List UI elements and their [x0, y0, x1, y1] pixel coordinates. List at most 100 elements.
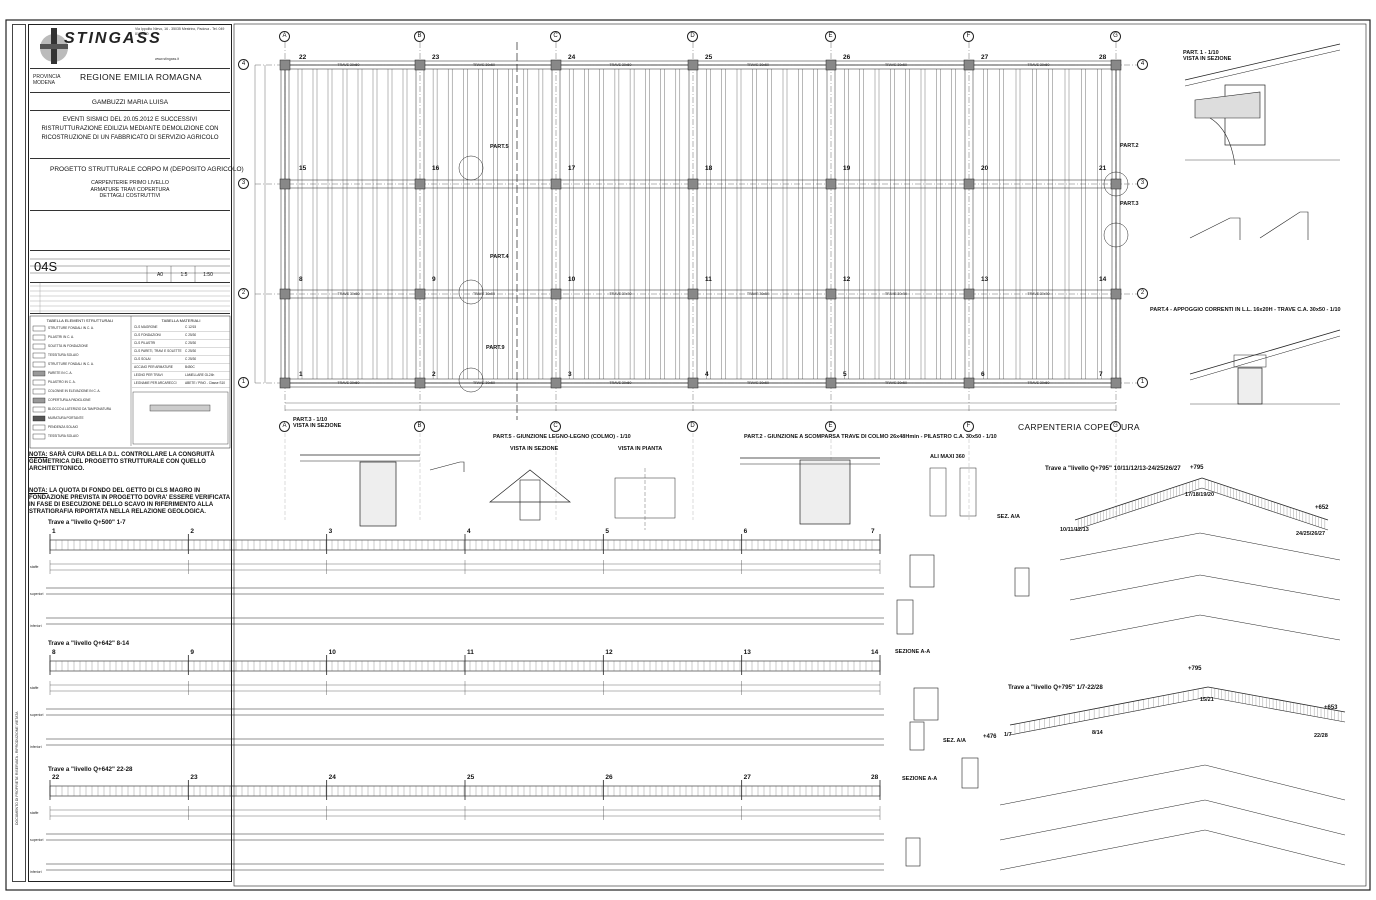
row-tag: superiori	[30, 838, 44, 842]
beam-label: TRAVE 30x50	[337, 292, 360, 296]
legend-detail-box	[132, 391, 229, 445]
column	[1110, 377, 1122, 389]
axis-letter-bottom: F	[963, 421, 974, 432]
column	[963, 288, 975, 300]
legend-swatch	[32, 388, 46, 395]
part4-beam-section	[1237, 367, 1263, 405]
company-website[interactable]: www.stingass.it	[155, 57, 179, 61]
column-number: 25	[705, 54, 713, 61]
legend-materials-title: TABELLA MATERIALI	[161, 318, 201, 323]
part-marker: PART.5	[490, 144, 509, 150]
column	[687, 59, 699, 71]
beam-title-5: Trave a "livello Q+795" 1/7-22/28	[1008, 684, 1103, 691]
drawing-area-frame	[233, 23, 1367, 887]
legend-swatch	[32, 361, 46, 368]
axis-row-right: 2	[1137, 288, 1148, 299]
beam-label: TRAVE 30x50	[609, 292, 632, 296]
drawing-number: 04S	[34, 259, 58, 274]
company-logo	[30, 26, 230, 68]
rebar-diagram	[1069, 614, 1201, 641]
legend-item: TESSITURA SOLAIO	[48, 434, 79, 438]
legend-item: SOLETTA IN FONDAZIONE	[48, 344, 88, 348]
vista-pianta-label: VISTA IN PIANTA	[618, 446, 663, 452]
part-marker: PART.3	[1120, 201, 1139, 207]
part3-column	[359, 461, 397, 527]
beam-node-label: 5	[605, 528, 609, 535]
detail-part5-title: PART.5 - GIUNZIONE LEGNO-LEGNO (COLMO) -…	[493, 434, 631, 440]
section-rect	[905, 837, 921, 867]
column	[825, 59, 837, 71]
detail-callout	[458, 155, 484, 181]
column	[550, 59, 562, 71]
axis-row-left: 3	[238, 178, 249, 189]
beam-title-1: Trave a "livello Q+500" 1-7	[48, 519, 126, 526]
format-scale: 1:50	[203, 272, 213, 278]
material-value: ABETE / PINO - Classe S10	[185, 381, 226, 385]
section-label-4: SEZIONE A-A	[902, 776, 938, 782]
part4-roof	[1189, 329, 1341, 375]
section-rect	[1014, 567, 1030, 597]
legend-item: BLOCCO A LATERIZIO DA TAMPONATURA	[48, 407, 112, 411]
part1-corbel	[1209, 117, 1236, 166]
region-title: REGIONE EMILIA ROMAGNA	[80, 72, 202, 82]
legend-swatch	[32, 433, 46, 440]
beam-node-label: 10	[328, 649, 336, 656]
row-tag: staffe	[30, 811, 39, 815]
beam-label: TRAVE 30x50	[885, 63, 907, 67]
column-number: 16	[432, 165, 440, 172]
title-block	[28, 24, 232, 882]
axis-letter-top: E	[825, 31, 836, 42]
material-value: C 25/30	[185, 357, 197, 361]
beam-node-label: 23	[190, 774, 198, 781]
legend-item: STRUTTURE FONDALI IN C. A.	[48, 362, 94, 366]
row-tag: staffe	[30, 686, 39, 690]
part-marker: PART.9	[486, 345, 505, 351]
part1-beam	[1194, 91, 1261, 119]
legend-swatch	[32, 343, 46, 350]
axis-letter-top: G	[1110, 31, 1121, 42]
axis-row-right: 4	[1137, 59, 1148, 70]
material-value: C 25/30	[185, 333, 197, 337]
axis-letter-bottom: A	[279, 421, 290, 432]
legend-swatch	[32, 334, 46, 341]
row-tag: inferiori	[30, 624, 42, 628]
legend-swatch	[32, 325, 46, 332]
part5-post	[519, 479, 541, 521]
node-label: 15/21	[1200, 697, 1214, 703]
column	[414, 377, 426, 389]
column	[550, 288, 562, 300]
column	[825, 288, 837, 300]
node-label: 1/7	[1004, 732, 1012, 738]
beam-node-label: 11	[467, 649, 474, 656]
row-tag: staffe	[30, 565, 39, 569]
legend-swatch	[32, 406, 46, 413]
column	[963, 59, 975, 71]
vista-sezione-label: VISTA IN SEZIONE	[510, 446, 559, 452]
section-label-1: SEZ. A/A	[997, 514, 1021, 520]
format-sheet: 1:5	[180, 272, 188, 278]
company-address: Via Ippolito Nievo, 16 - 35035 Mestrino,…	[135, 27, 225, 36]
column	[687, 178, 699, 190]
material-name: CLS PARETI, TRAVI E SOLETTE	[134, 349, 182, 353]
legend-item: STRUTTURE FONDALI IN C. A.	[48, 326, 94, 330]
plan-caption: CARPENTERIA COPERTURA	[1018, 422, 1140, 432]
column	[1110, 59, 1122, 71]
axis-letter-top: F	[963, 31, 974, 42]
section-label-3: SEZ. A/A	[943, 738, 967, 744]
column-number: 22	[299, 54, 307, 61]
column	[687, 377, 699, 389]
axis-letter-bottom: B	[414, 421, 425, 432]
rebar-diagram	[1059, 532, 1201, 561]
beam-label: TRAVE 30x50	[337, 381, 360, 385]
row-tag: superiori	[30, 592, 44, 596]
part2-column	[799, 459, 851, 525]
legend-item: PARETE IN C. A.	[48, 371, 73, 375]
rebar-diagram	[1069, 574, 1201, 601]
beam-label: TRAVE 30x50	[609, 63, 632, 67]
beam-label: TRAVE 30x50	[747, 292, 769, 296]
legend-swatch	[32, 397, 46, 404]
detail-callout	[458, 279, 484, 305]
column	[414, 59, 426, 71]
